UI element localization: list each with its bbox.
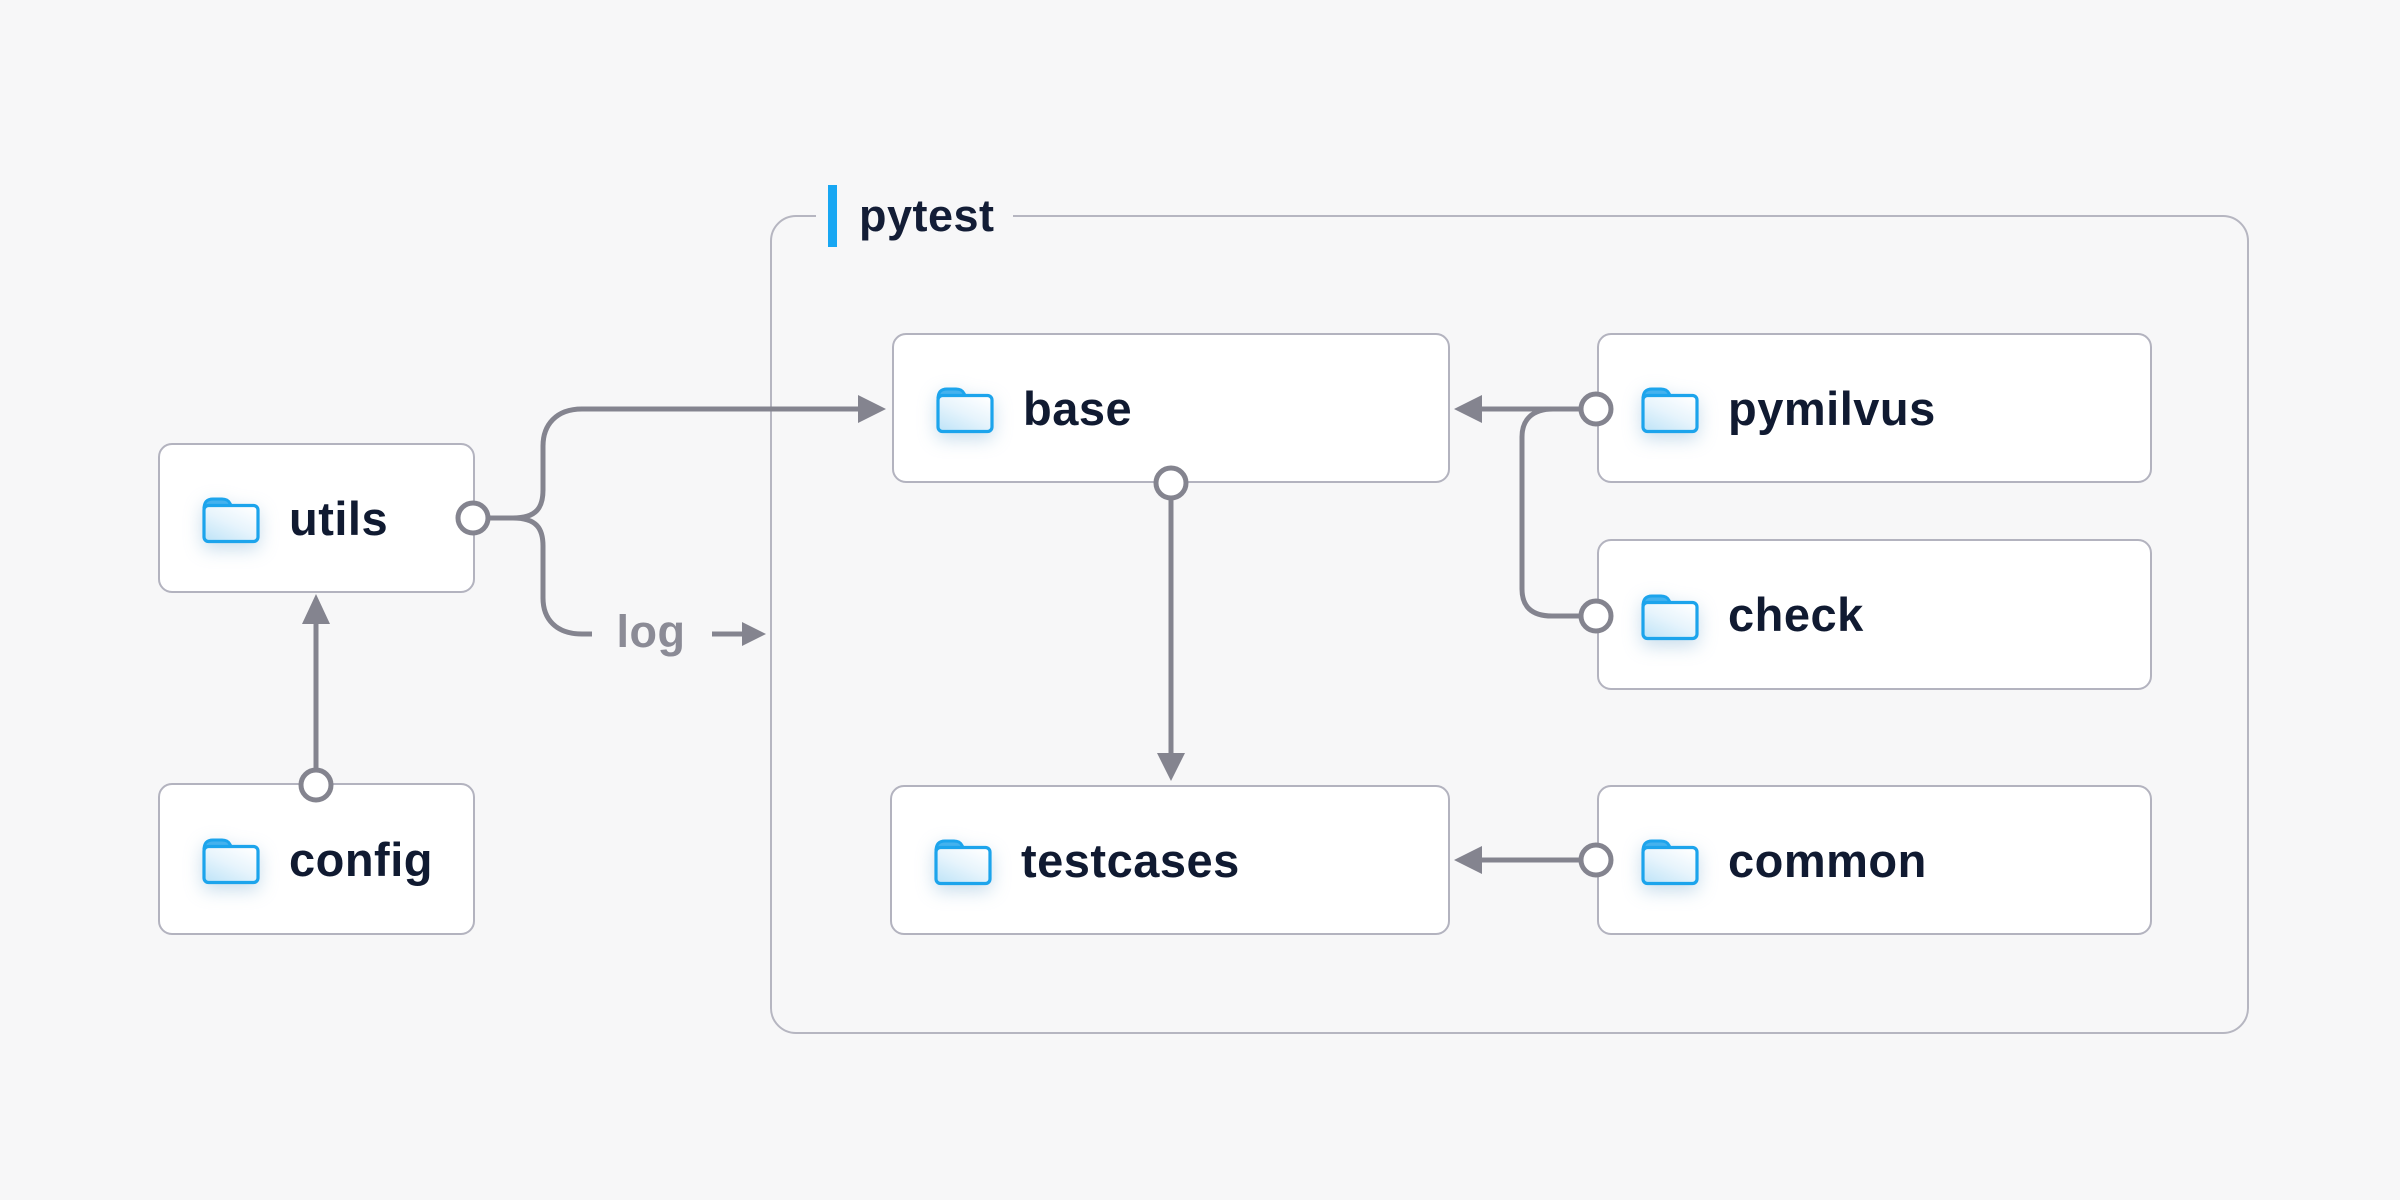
edge-utils-log: [488, 515, 592, 637]
folder-icon: [1641, 594, 1699, 640]
accent-bar: [828, 185, 837, 247]
node-utils: utils: [158, 443, 475, 593]
node-common: common: [1597, 785, 2152, 935]
node-config: config: [158, 783, 475, 935]
node-label: check: [1728, 588, 1864, 641]
arrowhead-into-utils: [302, 594, 330, 624]
arrowhead-log: [742, 622, 766, 646]
pytest-group-label: pytest: [816, 184, 1013, 248]
node-label: common: [1728, 833, 1927, 887]
node-testcases: testcases: [890, 785, 1450, 935]
edge-label-log: log: [616, 606, 686, 657]
node-base: base: [892, 333, 1450, 483]
folder-icon: [936, 387, 994, 434]
folder-icon: [1641, 839, 1699, 886]
node-check: check: [1597, 539, 2152, 690]
pytest-group-container: [770, 215, 2249, 1034]
node-label: testcases: [1021, 833, 1240, 887]
folder-icon: [934, 839, 992, 886]
folder-icon: [1641, 387, 1699, 434]
node-label: utils: [289, 491, 389, 545]
node-label: pymilvus: [1728, 381, 1936, 435]
folder-icon: [202, 497, 260, 544]
node-label: base: [1023, 381, 1133, 435]
node-pymilvus: pymilvus: [1597, 333, 2152, 483]
node-label: config: [289, 832, 433, 886]
group-title: pytest: [859, 190, 995, 241]
folder-icon: [202, 838, 260, 885]
